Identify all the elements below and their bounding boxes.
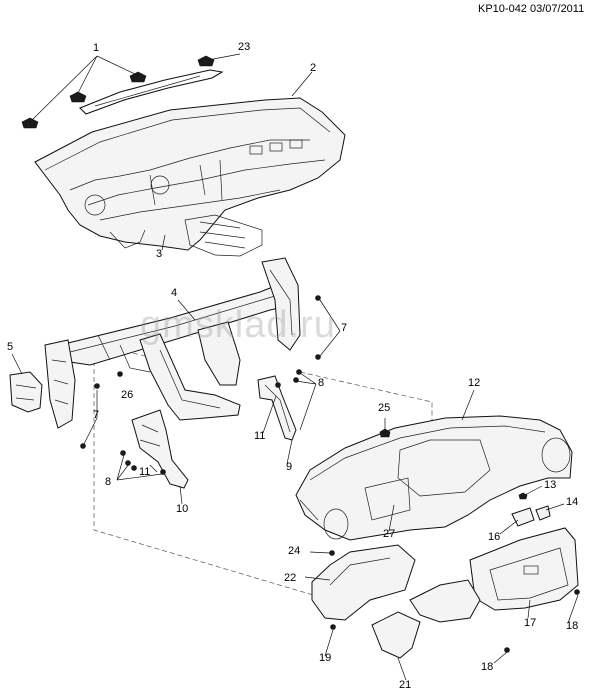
cross-car-beam-part-4 xyxy=(44,257,301,429)
knee-bolster-part-22 xyxy=(311,544,416,621)
callout-24: 24 xyxy=(288,545,301,557)
callout-7-left: 7 xyxy=(93,409,100,421)
callout-4: 4 xyxy=(171,287,178,299)
callout-7-right: 7 xyxy=(341,322,348,334)
callout-11-right: 11 xyxy=(254,430,266,442)
callout-5: 5 xyxy=(7,341,14,353)
callout-1: 1 xyxy=(93,42,100,54)
callout-14: 14 xyxy=(566,496,579,508)
callout-22: 22 xyxy=(284,572,297,584)
clip-part-13 xyxy=(518,492,528,500)
callout-8-right: 8 xyxy=(318,377,325,389)
callout-9: 9 xyxy=(286,461,293,473)
clip-part-25 xyxy=(379,428,391,438)
callout-23: 23 xyxy=(238,41,251,53)
clips-part-1 xyxy=(21,55,215,129)
callout-19: 19 xyxy=(319,652,332,664)
callout-17: 17 xyxy=(524,617,537,629)
callout-13: 13 xyxy=(544,479,557,491)
callout-18-lower: 18 xyxy=(481,661,494,673)
callout-12: 12 xyxy=(468,377,481,389)
instrument-panel-part-12 xyxy=(295,415,573,541)
switch-part-16 xyxy=(511,507,535,527)
fastener-part-18-right xyxy=(574,589,580,595)
callout-11-left: 11 xyxy=(139,466,151,478)
defroster-grille-part-23 xyxy=(79,69,224,115)
left-bracket-part-5 xyxy=(9,371,43,413)
switch-part-14 xyxy=(535,505,551,521)
fastener-part-24 xyxy=(329,550,335,556)
left-brace-part-10 xyxy=(131,409,189,489)
callout-16: 16 xyxy=(488,531,501,543)
diagram-code: KP10-042 03/07/2011 xyxy=(478,3,585,15)
fastener-part-18-lower xyxy=(504,647,510,653)
upper-instrument-panel-part-2 xyxy=(34,97,346,257)
callout-18-right: 18 xyxy=(566,620,579,632)
callout-25: 25 xyxy=(378,402,391,414)
fastener-part-19 xyxy=(330,624,336,630)
callout-10: 10 xyxy=(176,503,189,515)
callout-27: 27 xyxy=(383,528,396,540)
callout-21: 21 xyxy=(399,679,412,691)
watermark: gmsklad.ru xyxy=(140,304,336,346)
callout-26: 26 xyxy=(121,389,134,401)
glove-box-part-17 xyxy=(409,527,579,623)
lower-trim-part-21 xyxy=(371,611,421,659)
callout-3: 3 xyxy=(156,248,163,260)
leader-lines xyxy=(11,53,579,681)
callout-2: 2 xyxy=(310,62,317,74)
callout-8-left: 8 xyxy=(105,476,112,488)
